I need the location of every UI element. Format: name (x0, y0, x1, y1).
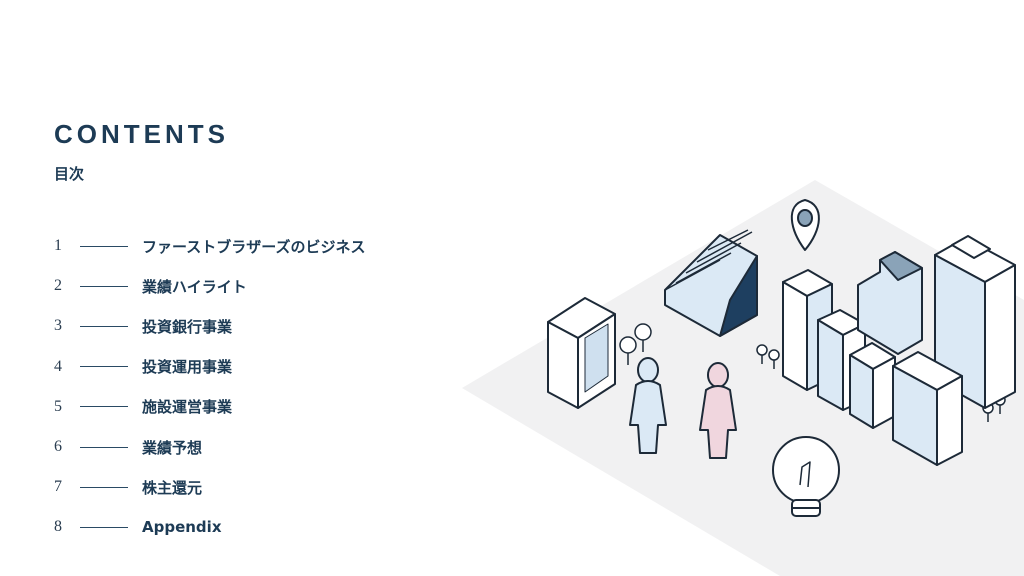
toc-item[interactable]: 1 ファーストブラザーズのビジネス (54, 226, 366, 266)
toc-label: 施設運営事業 (142, 398, 233, 417)
divider (80, 486, 128, 488)
divider (80, 285, 128, 287)
toc-label: 株主還元 (142, 478, 203, 497)
divider (80, 325, 128, 327)
divider (80, 366, 128, 368)
toc-label: 業績予想 (142, 438, 203, 457)
toc-label: 業績ハイライト (142, 277, 247, 296)
toc-number: 3 (54, 317, 62, 335)
page-subtitle: 目次 (54, 165, 85, 183)
page-title: CONTENTS (54, 119, 229, 149)
toc-number: 5 (54, 397, 62, 415)
toc-number: 6 (54, 438, 62, 456)
toc-label: 投資運用事業 (142, 358, 233, 377)
toc-number: 8 (54, 518, 62, 536)
divider (80, 406, 128, 408)
toc-item[interactable]: 8 Appendix (54, 507, 366, 547)
toc-number: 4 (54, 357, 62, 375)
skyscraper-icon (782, 235, 1016, 466)
toc-number: 2 (54, 277, 62, 295)
stairs-icon (664, 229, 758, 337)
divider (80, 526, 128, 528)
office-building-icon (547, 297, 616, 409)
person-icon (699, 362, 737, 459)
toc-item[interactable]: 6 業績予想 (54, 427, 366, 467)
lightbulb-icon (772, 436, 840, 517)
table-of-contents: 1 ファーストブラザーズのビジネス 2 業績ハイライト 3 投資銀行事業 4 投資運用事… (54, 226, 366, 548)
toc-item[interactable]: 4 投資運用事業 (54, 347, 366, 387)
toc-label: ファーストブラザーズのビジネス (142, 237, 366, 256)
person-icon (629, 357, 667, 454)
toc-number: 7 (54, 478, 62, 496)
map-pin-icon (790, 199, 820, 251)
divider (80, 245, 128, 247)
toc-item[interactable]: 3 投資銀行事業 (54, 306, 366, 346)
toc-item[interactable]: 5 施設運営事業 (54, 387, 366, 427)
toc-item[interactable]: 7 株主還元 (54, 467, 366, 507)
toc-label: 投資銀行事業 (142, 317, 233, 336)
toc-label: Appendix (142, 518, 222, 537)
toc-item[interactable]: 2 業績ハイライト (54, 266, 366, 306)
divider (80, 446, 128, 448)
toc-number: 1 (54, 237, 62, 255)
